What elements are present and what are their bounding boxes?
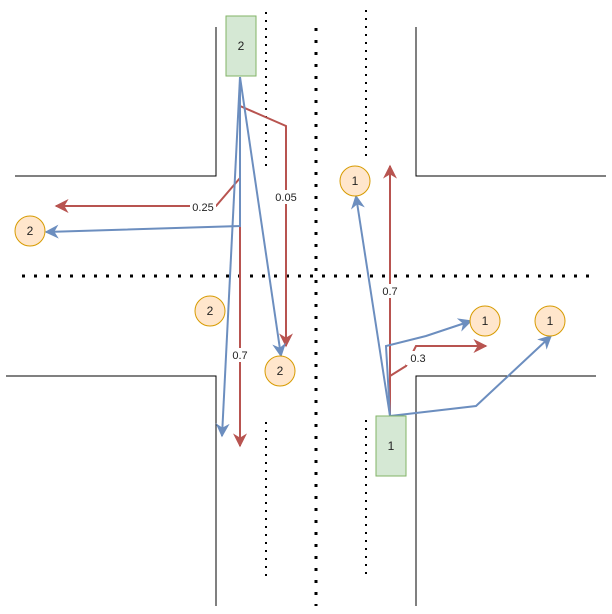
probability-labels: 0.25 0.05 0.7 0.7 0.3 [190, 190, 430, 365]
marker-1-right-a: 1 [469, 305, 501, 337]
lane-dividers [22, 10, 592, 606]
destination-markers: 2 2 2 1 1 1 [14, 165, 566, 387]
road-edge-bottom-right [415, 375, 596, 606]
prob-v2-straight: 0.7 [232, 350, 247, 362]
marker-2-left-label: 2 [27, 224, 34, 238]
road-edge-top-right [415, 27, 606, 177]
v2-turn-arrow-red [239, 105, 293, 348]
vehicle-2-label: 2 [238, 39, 245, 53]
v1-right-arrow-red [389, 339, 488, 377]
road-edges [6, 27, 606, 606]
prob-v1-right: 0.3 [410, 353, 425, 365]
v2-left-arrow-blue [44, 77, 241, 239]
vehicle-1-label: 1 [388, 439, 395, 453]
marker-1-top: 1 [339, 165, 371, 197]
marker-1-right-a-label: 1 [482, 314, 489, 328]
marker-1-right-b-label: 1 [547, 314, 554, 328]
vehicle-2: 2 [225, 15, 257, 77]
road-edge-bottom-left [6, 375, 217, 606]
marker-1-top-label: 1 [352, 174, 359, 188]
v1-left-arrow-blue [351, 194, 391, 417]
vehicle-1: 1 [375, 415, 407, 477]
vehicle-2-arrows [44, 76, 293, 448]
v2-straight-arrow-blue [215, 76, 241, 438]
marker-2-center-label: 2 [207, 304, 214, 318]
vehicle-1-body [375, 415, 407, 477]
marker-2-bottom: 2 [264, 355, 296, 387]
v1-right-arrow-blue-b [389, 335, 553, 417]
marker-2-center: 2 [194, 295, 226, 327]
road-edge-top-left [15, 27, 217, 177]
marker-2-bottom-label: 2 [277, 364, 284, 378]
marker-1-right-b: 1 [534, 305, 566, 337]
v1-right-arrow-blue-a [384, 318, 473, 417]
v2-turn-arrow-blue [239, 76, 287, 358]
vehicle-1-arrows [351, 164, 553, 417]
prob-v2-left: 0.25 [192, 202, 213, 214]
marker-2-left: 2 [14, 215, 46, 247]
prob-v1-straight: 0.7 [382, 286, 397, 298]
vehicle-2-body [225, 15, 257, 77]
prob-v2-turn: 0.05 [275, 192, 296, 204]
